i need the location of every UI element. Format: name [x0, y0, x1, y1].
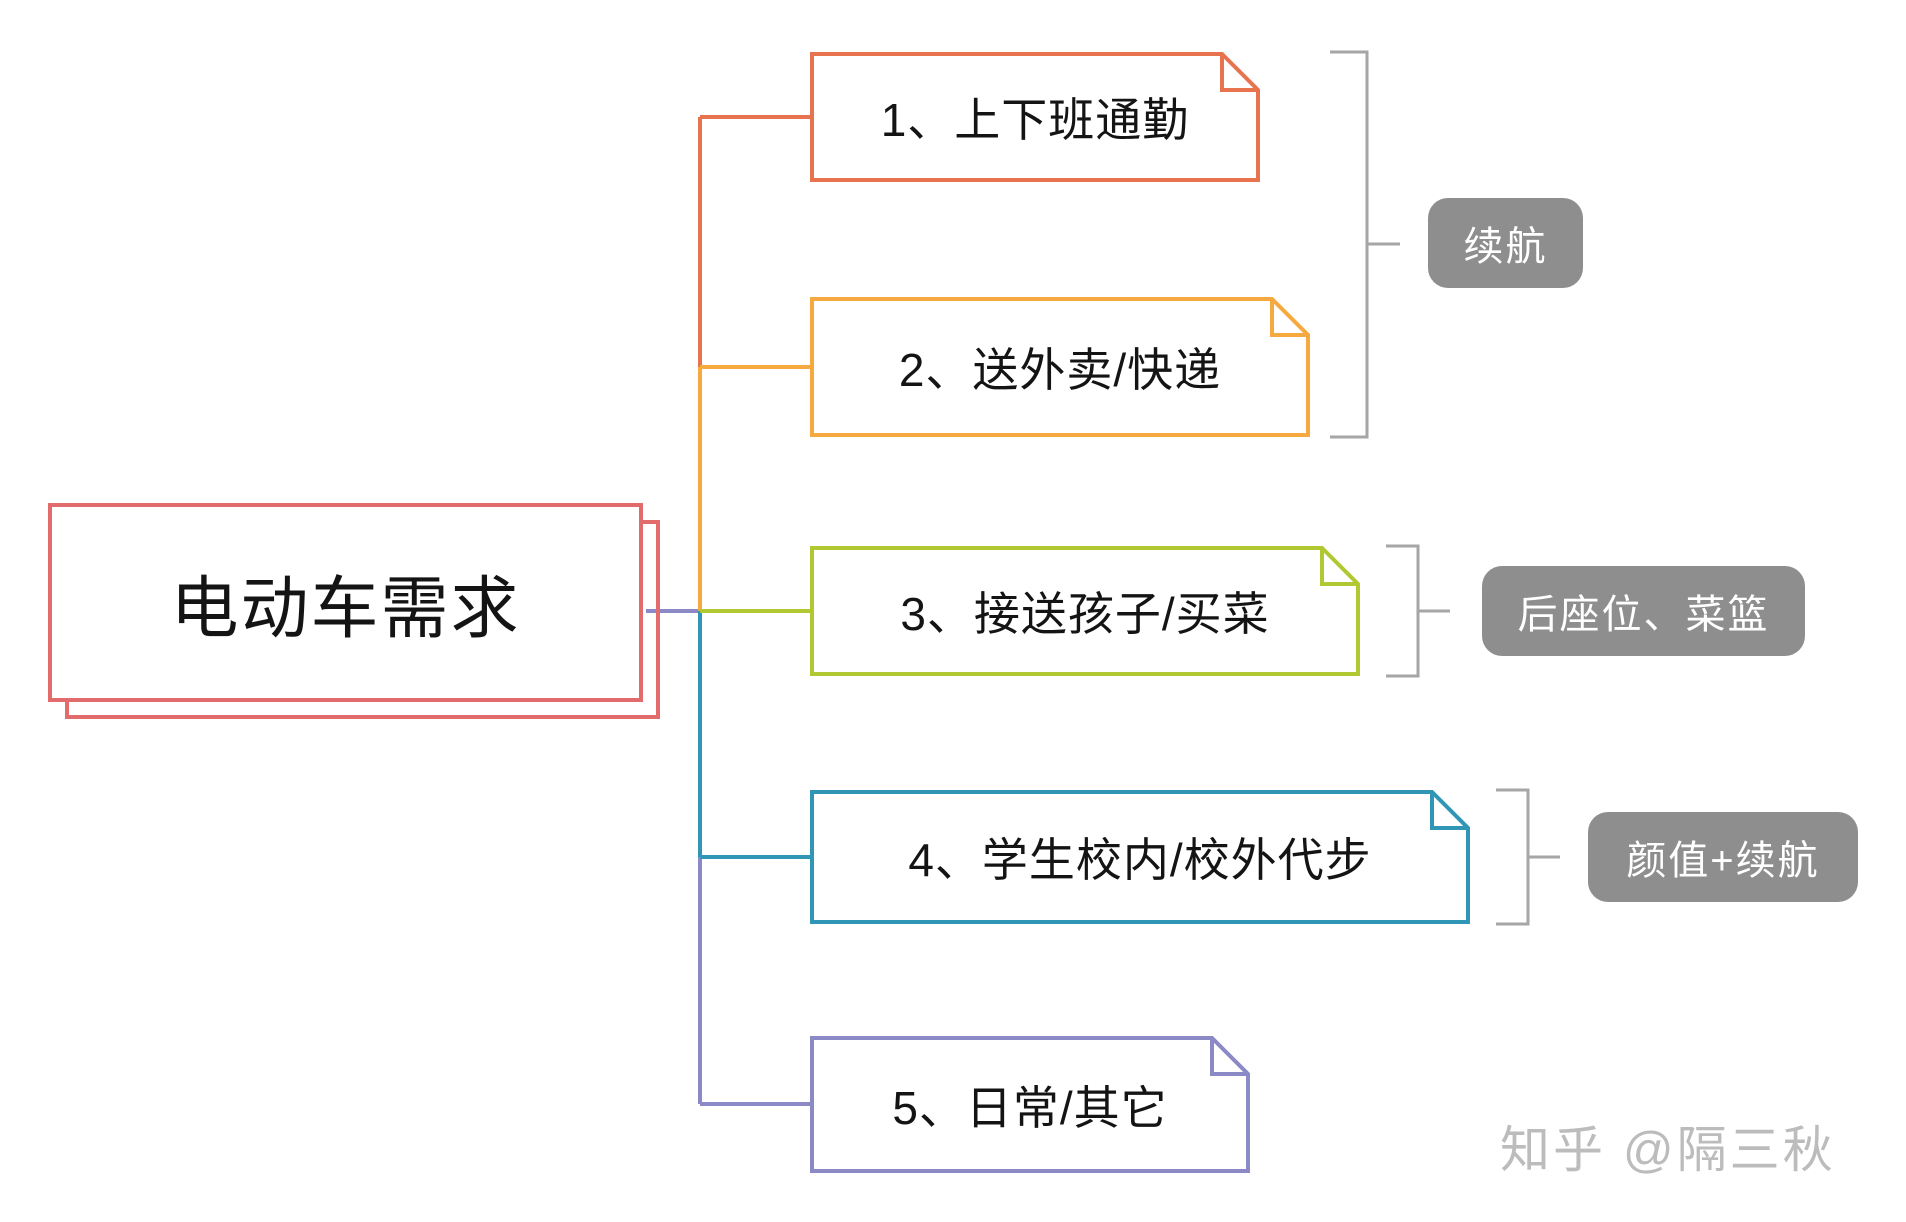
watermark-text: 知乎 @隔三秋: [1500, 1122, 1836, 1178]
note-fold-corner-icon: [1320, 548, 1358, 586]
summary-bracket-2: [1386, 544, 1450, 678]
branch-node-3[interactable]: 3、接送孩子/买菜: [810, 546, 1360, 676]
note-shape-4: [810, 790, 1470, 924]
note-shape-5: [810, 1036, 1250, 1173]
note-shape-3: [810, 546, 1360, 676]
summary-bracket-3: [1496, 788, 1560, 926]
note-fold-corner-icon: [1220, 54, 1258, 92]
note-fold-corner-icon: [1210, 1038, 1248, 1076]
note-outline-2: [810, 297, 1310, 437]
annotation-label-rearseat-basket[interactable]: 后座位、菜篮: [1482, 566, 1805, 656]
branch-node-4[interactable]: 4、学生校内/校外代步: [810, 790, 1470, 924]
note-shape-2: [810, 297, 1310, 437]
branch-node-3-label: 3、接送孩子/买菜: [900, 588, 1270, 640]
note-fold-corner-icon: [1430, 792, 1468, 830]
note-outline-4: [810, 790, 1470, 924]
branch-node-5-label: 5、日常/其它: [892, 1081, 1168, 1134]
central-topic-label: 电动车需求: [170, 571, 521, 647]
note-shape-1: [810, 52, 1260, 182]
annotation-label-battery[interactable]: 续航: [1428, 198, 1583, 288]
branch-node-1-label: 1、上下班通勤: [880, 94, 1190, 146]
summary-bracket-1: [1330, 50, 1400, 439]
central-topic-node[interactable]: 电动车需求: [48, 503, 643, 702]
note-outline-1: [810, 52, 1260, 182]
annotation-label-looks-battery[interactable]: 颜值+续航: [1588, 812, 1858, 902]
note-outline-3: [810, 546, 1360, 676]
branch-node-2[interactable]: 2、送外卖/快递: [810, 297, 1310, 437]
branch-node-4-label: 4、学生校内/校外代步: [908, 834, 1372, 886]
branch-node-2-label: 2、送外卖/快递: [898, 344, 1222, 396]
note-outline-5: [810, 1036, 1250, 1173]
branch-node-1[interactable]: 1、上下班通勤: [810, 52, 1260, 182]
branch-node-5[interactable]: 5、日常/其它: [810, 1036, 1250, 1173]
note-fold-corner-icon: [1270, 299, 1308, 337]
